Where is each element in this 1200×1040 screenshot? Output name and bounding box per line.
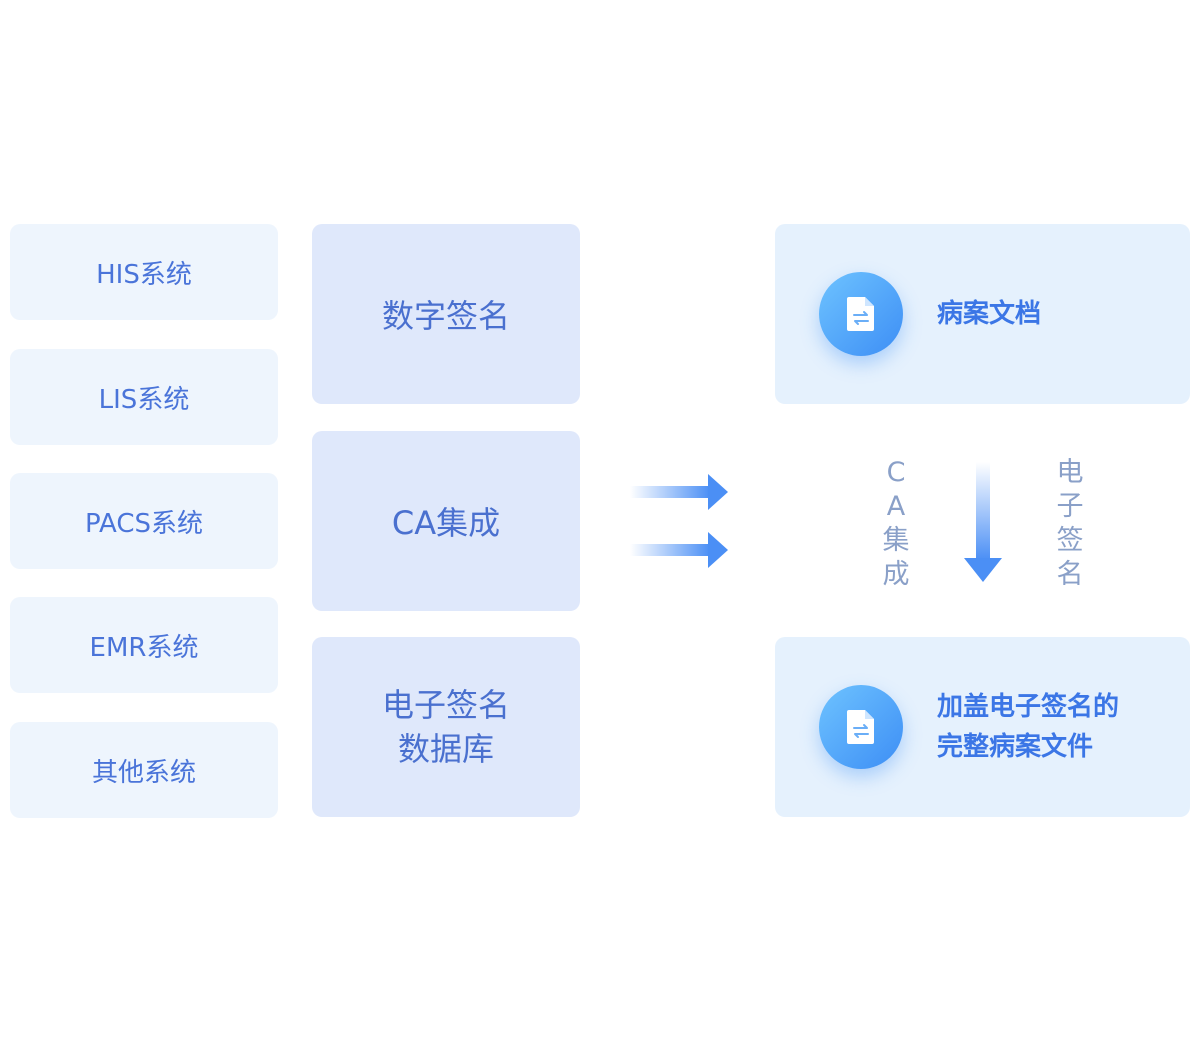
vertical-char: C (886, 457, 906, 488)
case-document-box: 病案文档 (775, 224, 1190, 404)
arrow-right-icon (630, 532, 728, 568)
vertical-char: A (886, 491, 906, 522)
signed-document-label-line1: 加盖电子签名的 (937, 692, 1120, 722)
system-box-emr: EMR系统 (10, 597, 278, 693)
system-label: EMR系统 (89, 632, 199, 663)
vertical-char: 成 (882, 559, 910, 590)
vertical-char: 电 (1056, 457, 1084, 488)
system-box-pacs: PACS系统 (10, 473, 278, 569)
ca-integration-vertical-label: C A 集 成 (876, 456, 916, 592)
vertical-char: 名 (1056, 559, 1084, 590)
signature-database-box: 电子签名 数据库 (312, 637, 580, 817)
vertical-char: 签 (1056, 525, 1084, 556)
signed-document-label-line2: 完整病案文件 (937, 732, 1094, 762)
arrow-down-icon (964, 462, 1002, 582)
system-label: 其他系统 (91, 757, 196, 788)
ca-integration-label: CA集成 (391, 504, 501, 542)
digital-signature-label: 数字签名 (381, 297, 510, 335)
signature-database-label-line1: 电子签名 (381, 686, 510, 724)
system-label: HIS系统 (96, 259, 192, 290)
e-signature-vertical-label: 电 子 签 名 (1050, 456, 1090, 592)
document-exchange-icon (819, 272, 903, 356)
system-box-his: HIS系统 (10, 224, 278, 320)
vertical-char: 集 (882, 525, 910, 556)
signature-database-label-line2: 数据库 (397, 730, 494, 768)
arrow-right-icon (630, 474, 728, 510)
case-document-label: 病案文档 (937, 299, 1042, 329)
system-label: PACS系统 (84, 508, 203, 539)
vertical-char: 子 (1056, 491, 1084, 522)
document-exchange-icon (819, 685, 903, 769)
system-box-other: 其他系统 (10, 722, 278, 818)
ca-integration-box: CA集成 (312, 431, 580, 611)
system-box-lis: LIS系统 (10, 349, 278, 445)
signed-document-box: 加盖电子签名的 完整病案文件 (775, 637, 1190, 817)
system-label: LIS系统 (98, 384, 190, 415)
digital-signature-box: 数字签名 (312, 224, 580, 404)
